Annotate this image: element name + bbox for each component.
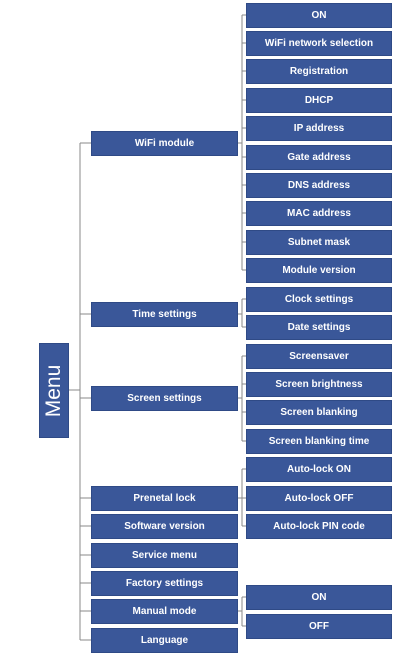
node-time-settings: Time settings [91, 302, 238, 327]
node-subnet-mask: Subnet mask [246, 230, 392, 255]
node-manual-mode: Manual mode [91, 599, 238, 624]
node-screen-settings: Screen settings [91, 386, 238, 411]
node-dns-address: DNS address [246, 173, 392, 198]
node-language: Language [91, 628, 238, 653]
node-prenetal-lock: Prenetal lock [91, 486, 238, 511]
node-clock-settings: Clock settings [246, 287, 392, 312]
node-dhcp: DHCP [246, 88, 392, 113]
node-manual-off: OFF [246, 614, 392, 639]
node-gate-address: Gate address [246, 145, 392, 170]
node-auto-lock-pin-code: Auto-lock PIN code [246, 514, 392, 539]
node-wifi-network-selection: WiFi network selection [246, 31, 392, 56]
node-ip-address: IP address [246, 116, 392, 141]
node-factory-settings: Factory settings [91, 571, 238, 596]
node-auto-lock-off: Auto-lock OFF [246, 486, 392, 511]
node-screen-blanking: Screen blanking [246, 400, 392, 425]
node-screensaver: Screensaver [246, 344, 392, 369]
node-date-settings: Date settings [246, 315, 392, 340]
node-wifi-module: WiFi module [91, 131, 238, 156]
menu-root-node: Menu [39, 343, 69, 438]
menu-root-label: Menu [42, 364, 65, 417]
node-screen-brightness: Screen brightness [246, 372, 392, 397]
node-module-version: Module version [246, 258, 392, 283]
node-registration: Registration [246, 59, 392, 84]
node-service-menu: Service menu [91, 543, 238, 568]
node-mac-address: MAC address [246, 201, 392, 226]
node-software-version: Software version [91, 514, 238, 539]
node-auto-lock-on: Auto-lock ON [246, 457, 392, 482]
node-screen-blanking-time: Screen blanking time [246, 429, 392, 454]
node-wifi-on: ON [246, 3, 392, 28]
node-manual-on: ON [246, 585, 392, 610]
